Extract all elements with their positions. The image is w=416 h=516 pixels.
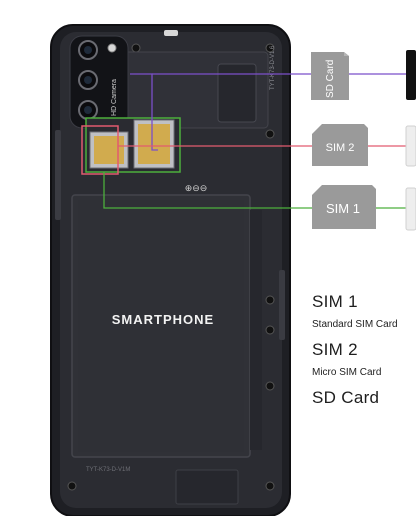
side-channel (250, 210, 262, 450)
bottom-code: TYT-K73-D-V1M (86, 467, 130, 473)
button-hole (265, 325, 275, 335)
sd-card-connector (130, 73, 158, 151)
legend-sim2-desc: Micro SIM Card (312, 367, 382, 378)
sim1-card-label: SIM 1 (326, 201, 360, 216)
sim-tray-highlight (85, 117, 181, 173)
bottom-board (175, 469, 239, 505)
cropped-sim2-slot (405, 125, 416, 167)
camera-lens-inner-icon (84, 46, 92, 54)
sim-contacts (138, 124, 170, 164)
legend: SIM 1 Standard SIM Card SIM 2 Micro SIM … (312, 292, 416, 408)
cropped-sim1-slot (405, 187, 416, 231)
battery-symbol: ⊕⊖⊖ (185, 183, 208, 193)
top-port (164, 30, 178, 36)
cropped-sd-slot (406, 50, 416, 100)
camera-label: HD Camera (111, 79, 118, 116)
side-rail-left (55, 130, 61, 220)
side-rail-right (279, 270, 285, 340)
sim2-slot-highlight (81, 125, 119, 175)
sd-card-graphic (311, 52, 349, 100)
sim-contacts (94, 136, 124, 164)
board-code: TYT-K73-D-V1.6 (270, 45, 276, 90)
legend-sim1-desc: Standard SIM Card (312, 319, 398, 330)
sim2-card-graphic (312, 124, 368, 166)
sim2-card-label: SIM 2 (326, 142, 355, 154)
legend-sim2-title: SIM 2 (312, 340, 358, 359)
flash-icon (107, 43, 117, 53)
screw-hole (131, 43, 141, 53)
battery-face (78, 200, 244, 452)
button-hole (265, 295, 275, 305)
antenna-module (217, 63, 257, 123)
screw-hole (265, 381, 275, 391)
bottom-label-area (84, 462, 164, 472)
camera-lens-inner-icon (84, 106, 92, 114)
sd-card-label: SD Card (325, 60, 336, 98)
screw-hole (265, 129, 275, 139)
battery-label: SMARTPHONE (112, 312, 214, 327)
screw-hole (67, 481, 77, 491)
screw-hole (265, 481, 275, 491)
sd-card-corner (344, 52, 349, 56)
sim1-card-graphic (312, 185, 376, 229)
camera-lens-inner-icon (84, 76, 92, 84)
screw-hole (265, 43, 275, 53)
legend-sim1-title: SIM 1 (312, 292, 358, 311)
legend-sd-title: SD Card (312, 388, 380, 407)
